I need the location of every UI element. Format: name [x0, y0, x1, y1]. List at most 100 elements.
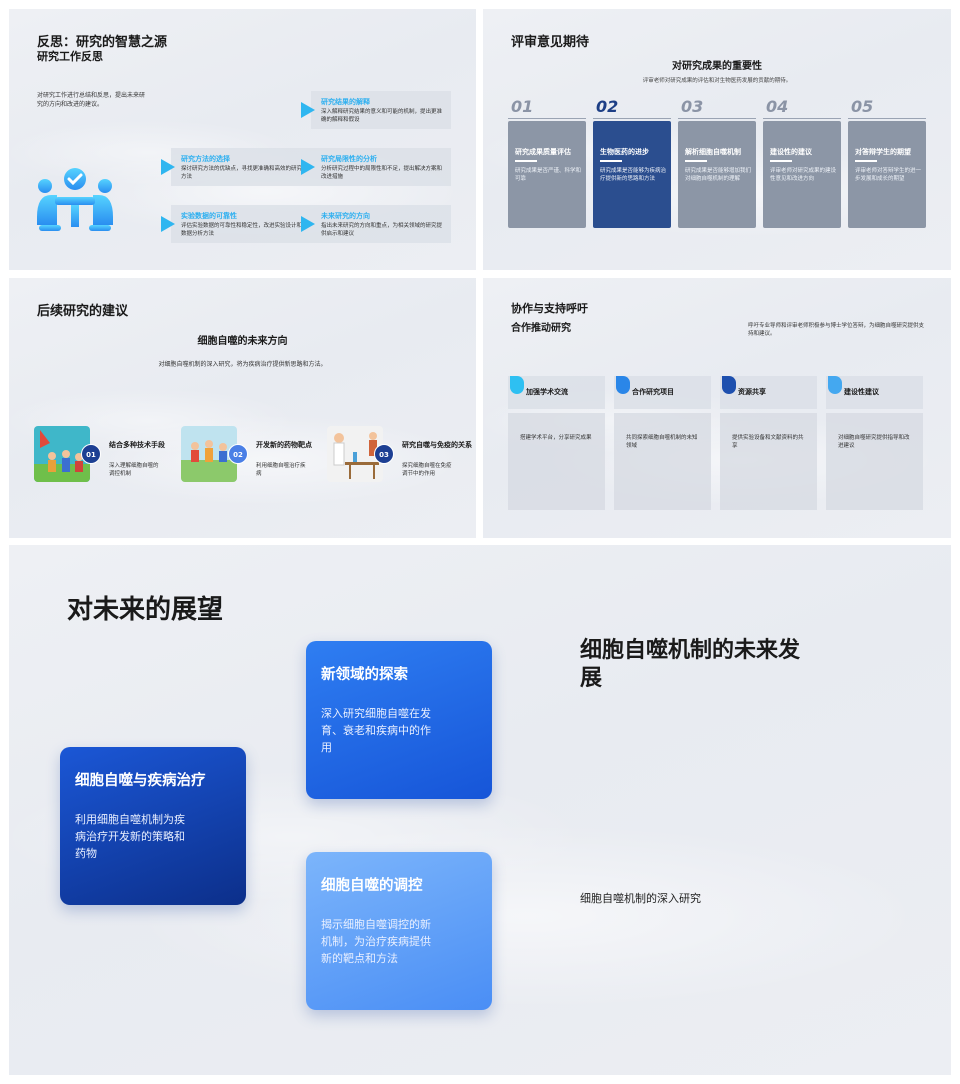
slide-collaboration-call: 协作与支持呼吁 合作推动研究 呼吁专业导师和评审老师积极参与博士学位答辩，为细胞… [483, 278, 951, 538]
divider [770, 160, 792, 162]
expectation-card: 生物医药的进步 研究成果是否能够为疾病治疗提供新的思路和方法 [593, 121, 671, 228]
outlook-card: 新领域的探索 深入研究细胞自噬在发育、衰老和疾病中的作用 [306, 641, 492, 799]
step-number-badge: 01 [81, 444, 101, 464]
divider [855, 160, 877, 162]
divider [508, 118, 586, 119]
support-card-header: 合作研究项目 [614, 376, 711, 409]
card-desc: 共同探索细胞自噬机制的未知领域 [626, 435, 698, 449]
arrow-right-icon [161, 216, 175, 232]
card-title: 解析细胞自噬机制 [685, 148, 741, 156]
leaf-icon [510, 376, 524, 394]
divider [685, 160, 707, 162]
card-title: 实验数据的可靠性 [181, 212, 237, 220]
card-title: 资源共享 [738, 388, 766, 396]
slide-desc: 评审老师对研究成果的评估和对生物医药发展的贡献的期待。 [642, 78, 792, 84]
reflection-card: 未来研究的方向 指出未来研究的方向和重点，为相关领域的研究提供启示和建议 [301, 205, 451, 243]
expectation-card: 研究成果质量评估 研究成果是否严谨、科学和可靠 [508, 121, 586, 228]
card-desc: 指出未来研究的方向和重点，为相关领域的研究提供启示和建议 [321, 223, 443, 237]
reflection-card: 研究方法的选择 探讨研究方法的优缺点，寻找更准确和高效的研究方法 [161, 148, 311, 186]
card-title: 新领域的探索 [321, 667, 408, 683]
card-desc: 研究成果是否能够增加我们对细胞自噬机制的理解 [685, 168, 752, 182]
arrow-right-icon [301, 159, 315, 175]
item-number: 04 [766, 97, 789, 116]
slide-future-outlook: 对未来的展望 细胞自噬机制的未来发展 细胞自噬机制的深入研究 新领域的探索 深入… [9, 545, 951, 1075]
slide-research-reflection: 反思：研究的智慧之源 研究工作反思 对研究工作进行总结和反思，提出未来研究的方向… [9, 9, 476, 270]
item-number: 01 [511, 97, 534, 116]
card-desc: 利用细胞自噬机制为疾病治疗开发新的策略和药物 [75, 813, 185, 860]
slide-subtitle: 研究工作反思 [37, 50, 103, 63]
support-card-body: 共同探索细胞自噬机制的未知领域 [614, 413, 711, 510]
slide-desc: 呼吁专业导师和评审老师积极参与博士学位答辩，为细胞自噬研究提供支持和建议。 [748, 323, 925, 337]
card-desc: 研究成果是否能够为疾病治疗提供新的思路和方法 [600, 168, 667, 182]
slide-review-expectations: 评审意见期待 对研究成果的重要性 评审老师对研究成果的评估和对生物医药发展的贡献… [483, 9, 951, 270]
card-desc: 评估实验数据的可靠性和稳定性，改进实验设计和数据分析方法 [181, 223, 303, 237]
item-desc: 利用细胞自噬治疗疾病 [256, 463, 306, 477]
slide-subtitle: 合作推动研究 [511, 323, 571, 334]
card-title: 加强学术交流 [526, 388, 568, 396]
expectation-card: 解析细胞自噬机制 研究成果是否能够增加我们对细胞自噬机制的理解 [678, 121, 756, 228]
slide-subtitle: 细胞自噬的未来方向 [197, 336, 288, 347]
divider [515, 160, 537, 162]
card-title: 研究结果的解释 [321, 98, 370, 106]
card-desc: 揭示细胞自噬调控的新机制，为治疗疾病提供新的靶点和方法 [321, 918, 431, 965]
card-desc: 研究成果是否严谨、科学和可靠 [515, 168, 582, 182]
leaf-icon [722, 376, 736, 394]
reflection-card: 研究结果的解释 深入解释研究结果的意义和可能的机制，提出更准确的解释和假设 [301, 91, 451, 129]
divider [848, 118, 926, 119]
arrow-right-icon [301, 216, 315, 232]
divider [678, 118, 756, 119]
slide-right-title: 细胞自噬机制的未来发展 [580, 638, 801, 691]
support-card-body: 对细胞自噬研究提供指导和改进建议 [826, 413, 923, 510]
slide-desc: 对细胞自噬机制的深入研究，将为疾病治疗提供新思路和方法。 [158, 361, 327, 368]
card-title: 生物医药的进步 [600, 148, 649, 156]
card-title: 建设性的建议 [770, 148, 812, 156]
hiking-people-illustration [34, 426, 90, 482]
card-title: 研究成果质量评估 [515, 148, 571, 156]
support-card-header: 加强学术交流 [508, 376, 605, 409]
leaf-icon [616, 376, 630, 394]
slide-title: 后续研究的建议 [37, 304, 129, 319]
card-desc: 评审老师对研究成果的建设性意见和改进方向 [770, 168, 837, 182]
card-title: 研究方法的选择 [181, 155, 230, 163]
card-title: 研究局限性的分析 [321, 155, 377, 163]
running-people-illustration [181, 426, 237, 482]
support-card-header: 建设性建议 [826, 376, 923, 409]
card-desc: 搭建学术平台，分享研究成果 [520, 435, 592, 441]
support-card-body: 提供实验设备和文献资料的共享 [720, 413, 817, 510]
card-desc: 探讨研究方法的优缺点，寻找更准确和高效的研究方法 [181, 166, 303, 180]
expectation-card: 对答辩学生的期望 评审老师对答辩学生的进一步发展和成长的期望 [848, 121, 926, 228]
card-title: 细胞自噬与疾病治疗 [75, 773, 206, 789]
slide-right-desc: 细胞自噬机制的深入研究 [580, 892, 701, 905]
step-number-badge: 03 [374, 444, 394, 464]
leaf-icon [828, 376, 842, 394]
slide-title: 评审意见期待 [511, 35, 590, 50]
reflection-card: 实验数据的可靠性 评估实验数据的可靠性和稳定性，改进实验设计和数据分析方法 [161, 205, 311, 243]
divider [600, 160, 622, 162]
card-desc: 对细胞自噬研究提供指导和改进建议 [838, 435, 910, 449]
arrow-right-icon [161, 159, 175, 175]
item-desc: 深入理解细胞自噬的调控机制 [109, 463, 159, 477]
card-title: 合作研究项目 [632, 388, 674, 396]
outlook-card: 细胞自噬的调控 揭示细胞自噬调控的新机制，为治疗疾病提供新的靶点和方法 [306, 852, 492, 1010]
team-meeting-icon [37, 168, 113, 231]
item-title: 研究自噬与免疫的关系 [402, 441, 472, 449]
step-number-badge: 02 [228, 444, 248, 464]
slide-intro: 对研究工作进行总结和反思，提出未来研究的方向和改进的建议。 [37, 92, 146, 108]
divider [763, 118, 841, 119]
item-number: 05 [851, 97, 874, 116]
card-title: 建设性建议 [844, 388, 879, 396]
card-desc: 提供实验设备和文献资料的共享 [732, 435, 804, 449]
card-title: 未来研究的方向 [321, 212, 370, 220]
support-card-body: 搭建学术平台，分享研究成果 [508, 413, 605, 510]
card-desc: 分析研究过程中的局限性和不足，提出解决方案和改进措施 [321, 166, 443, 180]
slide-future-research: 后续研究的建议 细胞自噬的未来方向 对细胞自噬机制的深入研究，将为疾病治疗提供新… [9, 278, 476, 538]
outlook-card: 细胞自噬与疾病治疗 利用细胞自噬机制为疾病治疗开发新的策略和药物 [60, 747, 246, 905]
expectation-card: 建设性的建议 评审老师对研究成果的建设性意见和改进方向 [763, 121, 841, 228]
item-desc: 探究细胞自噬在免疫调节中的作用 [402, 463, 452, 477]
card-desc: 深入研究细胞自噬在发育、衰老和疾病中的作用 [321, 707, 431, 754]
arrow-right-icon [301, 102, 315, 118]
slide-title: 对未来的展望 [67, 595, 224, 625]
lab-scientist-illustration [327, 426, 383, 482]
card-desc: 深入解释研究结果的意义和可能的机制，提出更准确的解释和假设 [321, 109, 443, 123]
reflection-card: 研究局限性的分析 分析研究过程中的局限性和不足，提出解决方案和改进措施 [301, 148, 451, 186]
